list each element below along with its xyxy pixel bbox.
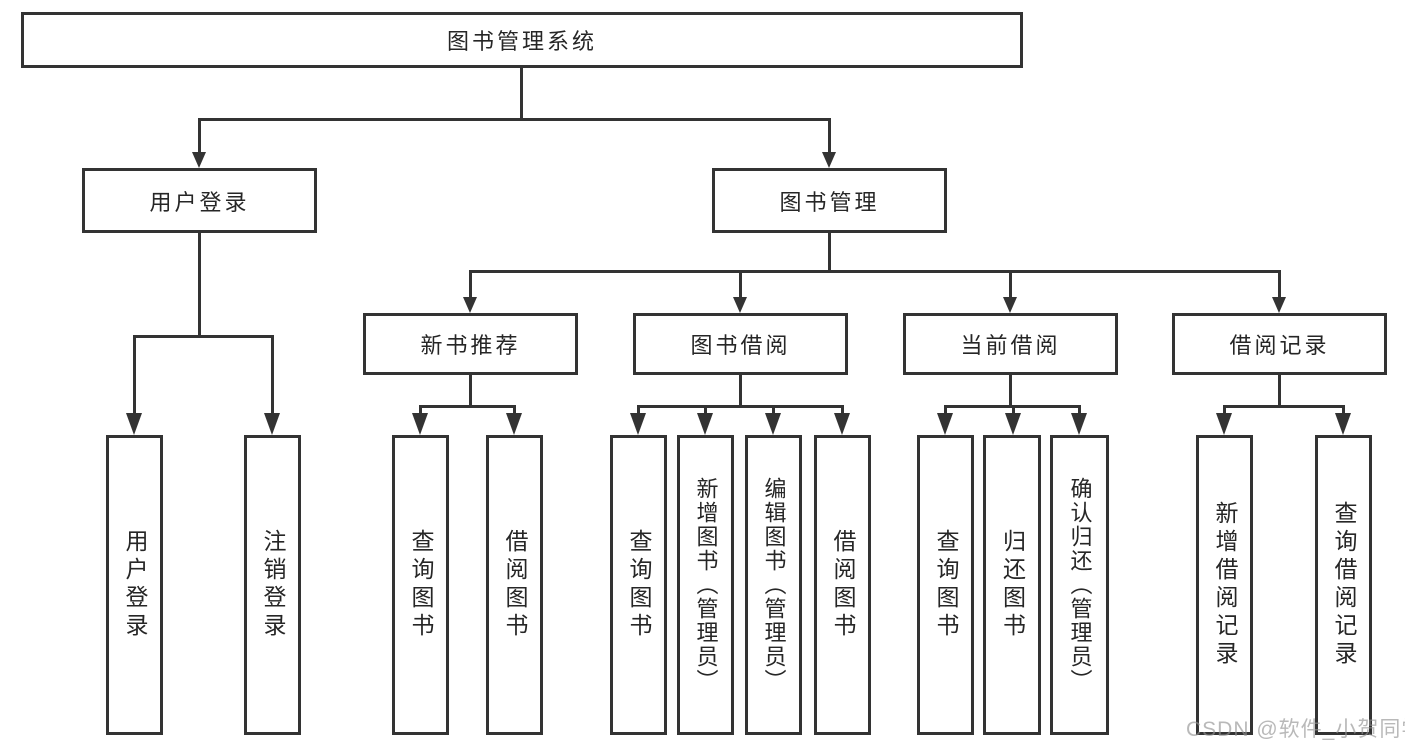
leaf-label: 用户登录 <box>122 529 148 641</box>
arrowhead-down-icon <box>1005 413 1021 435</box>
node-book-management: 图书管理 <box>712 168 947 233</box>
arrowhead-down-icon <box>412 413 428 435</box>
node-library-management-system: 图书管理系统 <box>21 12 1023 68</box>
connector-line <box>638 405 843 408</box>
leaf-add-borrow-record: 新增借阅记录 <box>1196 435 1253 735</box>
arrowhead-down-icon <box>834 413 850 435</box>
connector-line <box>198 233 201 335</box>
arrowhead-down-icon <box>192 152 206 168</box>
connector-line <box>772 405 775 419</box>
node-user-login: 用户登录 <box>82 168 317 233</box>
connector-line <box>419 405 422 419</box>
connector-line <box>828 233 831 270</box>
connector-line <box>420 405 515 408</box>
leaf-label: 新增借阅记录 <box>1212 501 1238 669</box>
connector-line <box>1224 405 1344 408</box>
leaf-confirm-return-admin: 确认归还（管理员） <box>1050 435 1109 735</box>
connector-line <box>739 375 742 405</box>
connector-line <box>637 405 640 419</box>
connector-line <box>739 270 742 299</box>
leaf-label: 查询图书 <box>933 529 959 641</box>
node-new-book-recommend: 新书推荐 <box>363 313 578 375</box>
connector-line <box>469 270 472 299</box>
arrowhead-down-icon <box>697 413 713 435</box>
arrowhead-down-icon <box>463 297 477 313</box>
leaf-borrow-books-recommend: 借阅图书 <box>486 435 543 735</box>
connector-line <box>828 118 831 154</box>
connector-line <box>1009 270 1012 299</box>
node-current-borrowing: 当前借阅 <box>903 313 1118 375</box>
node-label: 图书借阅 <box>690 333 791 358</box>
arrowhead-down-icon <box>733 297 747 313</box>
connector-line <box>470 270 1280 273</box>
connector-line <box>133 335 136 417</box>
connector-line <box>1012 405 1015 419</box>
leaf-label: 查询图书 <box>626 529 652 641</box>
leaf-query-books-current: 查询图书 <box>917 435 974 735</box>
arrowhead-down-icon <box>765 413 781 435</box>
connector-line <box>704 405 707 419</box>
leaf-label: 新增图书（管理员） <box>693 477 719 693</box>
arrowhead-down-icon <box>1003 297 1017 313</box>
arrowhead-down-icon <box>1335 413 1351 435</box>
connector-line <box>513 405 516 419</box>
leaf-query-books-borrowing: 查询图书 <box>610 435 667 735</box>
leaf-label: 确认归还（管理员） <box>1067 477 1093 693</box>
leaf-label: 查询图书 <box>408 529 434 641</box>
connector-line <box>1278 270 1281 299</box>
node-label: 图书管理 <box>779 189 880 215</box>
connector-line <box>520 68 523 118</box>
leaf-label: 查询借阅记录 <box>1331 501 1357 669</box>
arrowhead-down-icon <box>506 413 522 435</box>
leaf-label: 注销登录 <box>260 529 286 641</box>
leaf-borrow-books-borrowing: 借阅图书 <box>814 435 871 735</box>
leaf-label: 借阅图书 <box>502 529 528 641</box>
leaf-logout: 注销登录 <box>244 435 301 735</box>
connector-line <box>134 335 273 338</box>
node-label: 当前借阅 <box>960 333 1061 358</box>
csdn-watermark: CSDN @软件_小贺同学 <box>1186 718 1405 741</box>
node-label: 借阅记录 <box>1229 333 1330 358</box>
leaf-query-books-recommend: 查询图书 <box>392 435 449 735</box>
leaf-user-login: 用户登录 <box>106 435 163 735</box>
connector-line <box>198 118 201 154</box>
leaf-label: 归还图书 <box>999 529 1026 641</box>
connector-line <box>469 375 472 405</box>
connector-line <box>198 118 831 121</box>
arrowhead-down-icon <box>126 413 142 435</box>
connector-line <box>1078 405 1081 419</box>
leaf-query-borrow-record: 查询借阅记录 <box>1315 435 1372 735</box>
arrowhead-down-icon <box>1272 297 1286 313</box>
leaf-return-books: 归还图书 <box>983 435 1041 735</box>
connector-line <box>944 405 947 419</box>
node-label: 新书推荐 <box>420 333 521 358</box>
node-label: 图书管理系统 <box>446 29 597 54</box>
node-label: 用户登录 <box>149 189 250 215</box>
arrowhead-down-icon <box>937 413 953 435</box>
arrowhead-down-icon <box>1216 413 1232 435</box>
connector-line <box>1342 405 1345 419</box>
node-book-borrowing: 图书借阅 <box>633 313 848 375</box>
connector-line <box>1223 405 1226 419</box>
connector-line <box>271 335 274 417</box>
leaf-add-books-admin: 新增图书（管理员） <box>677 435 734 735</box>
arrowhead-down-icon <box>264 413 280 435</box>
node-borrowing-records: 借阅记录 <box>1172 313 1387 375</box>
leaf-edit-books-admin: 编辑图书（管理员） <box>745 435 802 735</box>
connector-line <box>841 405 844 419</box>
arrowhead-down-icon <box>630 413 646 435</box>
leaf-label: 编辑图书（管理员） <box>761 477 787 693</box>
arrowhead-down-icon <box>822 152 836 168</box>
arrowhead-down-icon <box>1071 413 1087 435</box>
connector-line <box>1009 375 1012 405</box>
leaf-label: 借阅图书 <box>830 529 856 641</box>
connector-line <box>1278 375 1281 405</box>
